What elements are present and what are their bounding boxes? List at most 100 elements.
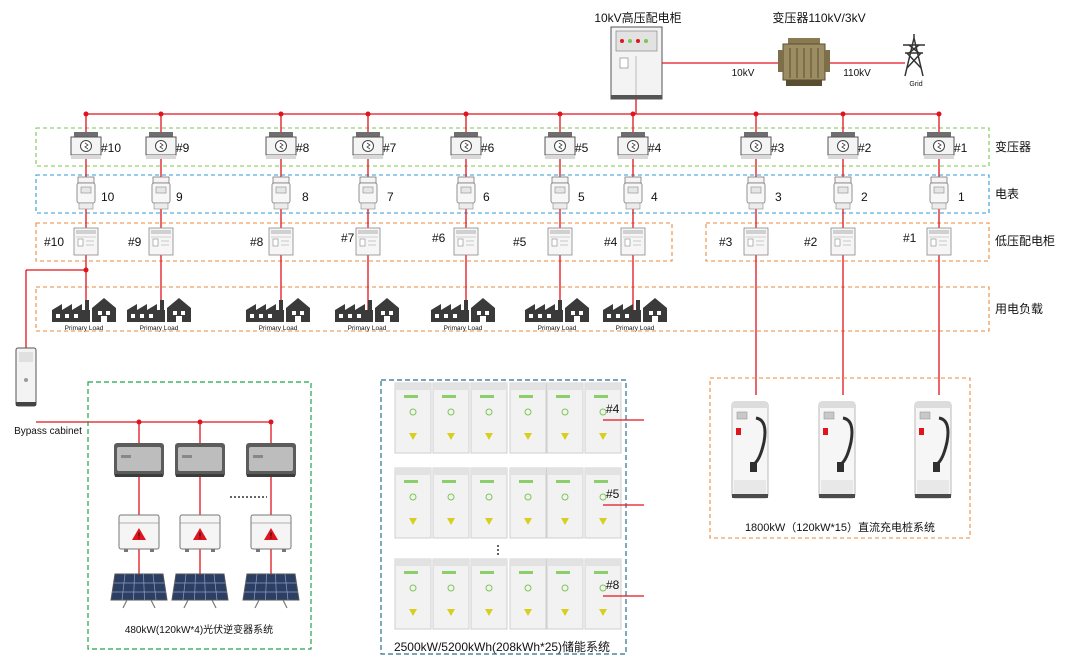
storage-units: #4#5#8: [394, 382, 644, 630]
lv-unit-label: #5: [513, 235, 527, 249]
unit-column: #44#4: [604, 111, 662, 318]
transformer-icon: [544, 131, 576, 160]
meter-unit-label: 7: [387, 190, 394, 204]
lv-unit-label: #10: [44, 235, 64, 249]
meter-section-box: [35, 174, 990, 214]
load-unit: Primary Load: [52, 298, 116, 332]
battery-cabinet-icon: [394, 558, 432, 630]
transformer-unit-label: #5: [575, 141, 589, 155]
transformer-unit-label: #3: [771, 141, 785, 155]
transformer-icon: [740, 131, 772, 160]
storage-system-label: 2500kW/5200kWh(208kWh*25)储能系统: [394, 639, 610, 654]
lv-section-box-right: [705, 222, 990, 262]
transformer-icon: [923, 131, 955, 160]
meter-unit-label: 8: [302, 190, 309, 204]
battery-cabinet-icon: [509, 558, 547, 630]
battery-cabinet-icon: [509, 382, 547, 454]
meter-icon: [550, 176, 570, 210]
meter-unit-label: 5: [578, 190, 585, 204]
busbar-junction: [365, 111, 371, 117]
meter-icon: [271, 176, 291, 210]
transformer-section-box: [35, 127, 990, 167]
combiner-box-icon: [118, 514, 160, 553]
battery-cabinet-icon: [584, 467, 622, 539]
transformer-unit-label: #10: [101, 141, 121, 155]
load-label: Primary Load: [348, 325, 387, 332]
battery-cabinet-icon: [546, 467, 584, 539]
lv-unit-label: #4: [604, 235, 618, 249]
lv-cabinet-icon: [73, 227, 99, 256]
meter-unit-label: 9: [176, 190, 183, 204]
inverter-icon: [114, 443, 164, 477]
bypass-junction: [83, 267, 89, 273]
charger-unit: [913, 400, 953, 500]
meter-unit-label: 2: [861, 190, 868, 204]
unit-column: #99#9: [128, 111, 190, 318]
transformer-unit-label: #8: [296, 141, 310, 155]
busbar-junction: [463, 111, 469, 117]
busbar-junction: [753, 111, 759, 117]
main-transformer: [778, 38, 830, 86]
unit-columns: #1010#10#99#9#88#8#77#7#66#6#55#5#44#4#3…: [44, 111, 968, 395]
lv-unit-label: #9: [128, 235, 142, 249]
charger-unit: [817, 400, 857, 500]
charger-system-box: [709, 377, 971, 539]
battery-cabinet-icon: [432, 382, 470, 454]
load-label: Primary Load: [538, 325, 577, 332]
factory-icon: [127, 298, 191, 322]
busbar-junction: [83, 111, 89, 117]
load-label: Primary Load: [140, 325, 179, 332]
meter-icon: [456, 176, 476, 210]
meter-icon: [76, 176, 96, 210]
meter-unit-label: 3: [775, 190, 782, 204]
pv-junction: [136, 419, 142, 425]
lv-unit-label: #8: [250, 235, 264, 249]
factory-icon: [431, 298, 495, 322]
charger-icon: [817, 400, 857, 500]
transformer-icon: [145, 131, 177, 160]
battery-cabinet-icon: [546, 558, 584, 630]
busbar-junction: [630, 111, 636, 117]
meter-unit-label: 10: [101, 190, 115, 204]
load-unit: Primary Load: [431, 298, 495, 332]
charger-units: [730, 400, 953, 500]
load-label: Primary Load: [259, 325, 298, 332]
storage-row: #8: [394, 558, 644, 630]
pv-system-box: [87, 381, 312, 650]
charger-icon: [913, 400, 953, 500]
unit-column: #8 8 #8: [250, 111, 310, 318]
battery-cabinet-icon: [394, 467, 432, 539]
load-label: Primary Load: [65, 325, 104, 332]
unit-column: #77#7: [341, 111, 397, 318]
lv-unit-label: #2: [804, 235, 818, 249]
factory-icon: [525, 298, 589, 322]
battery-cabinet-icon: [432, 467, 470, 539]
lv-section-box-left: [35, 222, 673, 262]
transformer-unit-label: #2: [858, 141, 872, 155]
lv-cabinet-icon: [355, 227, 381, 256]
battery-cabinet-icon: [546, 382, 584, 454]
unit-column: #66#6: [432, 111, 495, 318]
transformer-icon: [827, 131, 859, 160]
lv-unit-label: #6: [432, 231, 446, 245]
solar-panel-icon: [242, 573, 300, 609]
unit-column: #5 5 #5: [513, 111, 589, 318]
lv-cabinet-icon: [620, 227, 646, 256]
load-section-box: [35, 286, 990, 332]
factory-icon: [246, 298, 310, 322]
bypass-cabinet-label: Bypass cabinet: [14, 426, 82, 437]
busbar-junction: [557, 111, 563, 117]
busbar-junction: [278, 111, 284, 117]
pv-units: [110, 419, 300, 609]
charger-system-label: 1800kW（120kW*15）直流充电桩系统: [745, 520, 935, 534]
storage-row-label: #8: [606, 578, 620, 592]
unit-column: #11#1: [903, 111, 968, 395]
load-label: Primary Load: [616, 325, 655, 332]
storage-row-label: #5: [606, 487, 620, 501]
meter-icon: [623, 176, 643, 210]
load-unit: Primary Load: [603, 298, 667, 332]
combiner-box-icon: [179, 514, 221, 553]
combiner-box-icon: [250, 514, 292, 553]
solar-panel-icon: [171, 573, 229, 609]
